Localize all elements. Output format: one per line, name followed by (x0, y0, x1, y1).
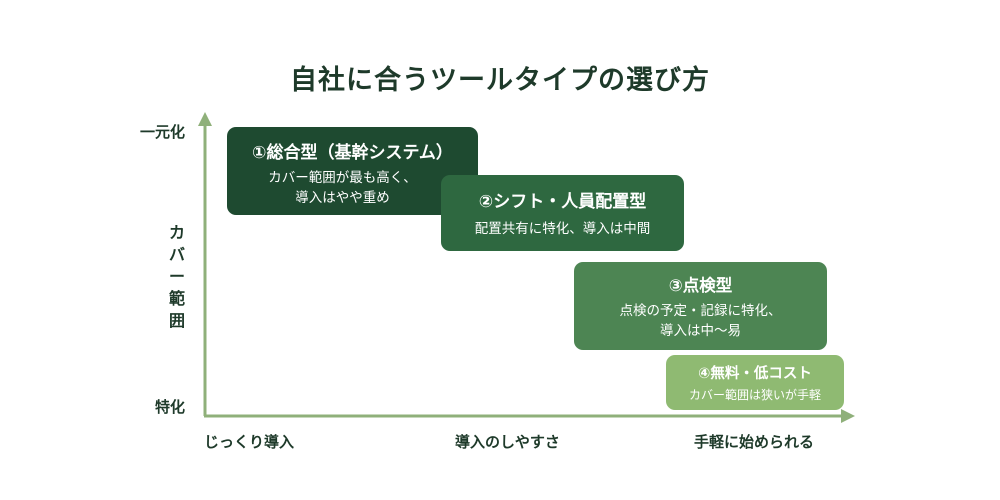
x-axis-left-label: じっくり導入 (204, 433, 295, 451)
box-description-line: 導入は中〜易 (660, 322, 741, 339)
box-free-lowcost-type: ④無料・低コスト カバー範囲は狭いが手軽 (666, 355, 844, 410)
y-axis-bottom-label: 特化 (155, 398, 186, 416)
box-shift-staffing-type: ②シフト・人員配置型 配置共有に特化、導入は中間 (441, 175, 684, 251)
x-axis-title: 導入のしやすさ (455, 433, 560, 451)
box-inspection-type: ③点検型 点検の予定・記録に特化、 導入は中〜易 (574, 262, 827, 350)
box-title: ③点検型 (668, 276, 733, 295)
box-description-line: 導入はやや重め (295, 189, 390, 206)
x-axis-right-label: 手軽に始められる (694, 433, 815, 451)
y-axis-title: カバー範囲 (168, 223, 185, 330)
y-axis-top-label: 一元化 (140, 123, 186, 141)
box-description-line: カバー範囲が最も高く、 (268, 170, 417, 186)
box-description-line: 配置共有に特化、導入は中間 (474, 221, 651, 237)
box-title: ④無料・低コスト (698, 366, 812, 382)
y-axis-arrow (198, 112, 212, 126)
box-description-line: 点検の予定・記録に特化、 (619, 303, 782, 319)
diagram-title: 自社に合うツールタイプの選び方 (290, 65, 710, 96)
x-axis-arrow (841, 409, 855, 423)
box-title: ①総合型（基幹システム） (252, 143, 453, 163)
box-title: ②シフト・人員配置型 (478, 192, 647, 212)
box-comprehensive-type: ①総合型（基幹システム） カバー範囲が最も高く、 導入はやや重め (227, 127, 478, 215)
box-description-line: カバー範囲は狭いが手軽 (688, 388, 821, 402)
